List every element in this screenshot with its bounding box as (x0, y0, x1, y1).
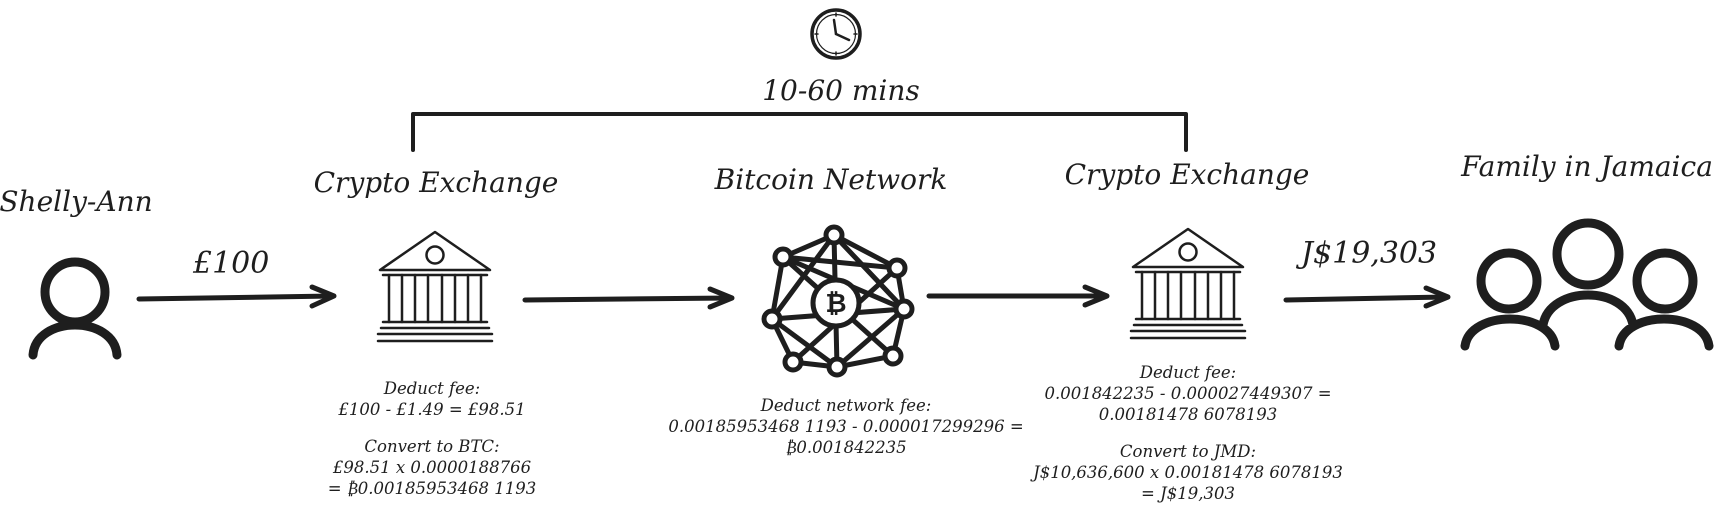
arrow-network-to-exchange (926, 284, 1110, 308)
exchange-uk-title: Crypto Exchange (313, 166, 559, 199)
network-calculation: Deduct network fee: 0.00185953468 1193 -… (668, 395, 1023, 458)
bitcoin-network-icon: ₿ (761, 224, 915, 378)
note-line: Deduct network fee: (760, 396, 932, 415)
group-icon (1460, 218, 1714, 351)
sent-amount-label: £100 (193, 246, 270, 281)
note-line: 0.00181478 6078193 (1098, 405, 1278, 424)
recipient-title: Family in Jamaica (1461, 150, 1713, 183)
note-line: = ₿0.00185953468 1193 (327, 479, 537, 498)
note-line: J$10,636,600 x 0.00181478 6078193 (1033, 463, 1343, 482)
note-line: Deduct fee: (383, 379, 481, 398)
note-line: 0.001842235 - 0.000027449307 = (1044, 384, 1332, 403)
note-spacer (1033, 425, 1343, 441)
arrow-exchange-to-network (522, 286, 735, 310)
note-line: £98.51 x 0.0000188766 (332, 458, 532, 477)
note-line: Convert to BTC: (364, 437, 500, 456)
exchange-jm-title: Crypto Exchange (1064, 158, 1310, 191)
note-line: Convert to JMD: (1119, 442, 1257, 461)
exchange-uk-calculation: Deduct fee: £100 - £1.49 = £98.51 Conver… (328, 378, 536, 499)
bitcoin-network-title: Bitcoin Network (714, 163, 948, 196)
exchange-jm-calculation: Deduct fee: 0.001842235 - 0.000027449307… (1033, 362, 1343, 504)
note-line: Deduct fee: (1139, 363, 1237, 382)
bank-icon (376, 230, 494, 343)
received-amount-label: J$19,303 (1301, 236, 1438, 271)
note-spacer (328, 420, 536, 436)
note-line: ₿0.001842235 (785, 438, 907, 457)
note-line: = J$19,303 (1141, 484, 1235, 503)
sender-title: Shelly-Ann (0, 185, 153, 218)
person-icon (28, 257, 122, 360)
note-line: 0.00185953468 1193 - 0.000017299296 = (668, 417, 1024, 436)
note-line: £100 - £1.49 = £98.51 (338, 400, 526, 419)
timeframe-bracket (411, 112, 1188, 152)
bitcoin-symbol-icon: ₿ (825, 289, 846, 319)
bank-icon (1129, 227, 1247, 340)
clock-icon (810, 8, 862, 60)
arrow-sender-to-exchange (136, 284, 337, 309)
timeframe-label: 10-60 mins (762, 74, 920, 107)
arrow-exchange-to-family (1283, 285, 1451, 309)
